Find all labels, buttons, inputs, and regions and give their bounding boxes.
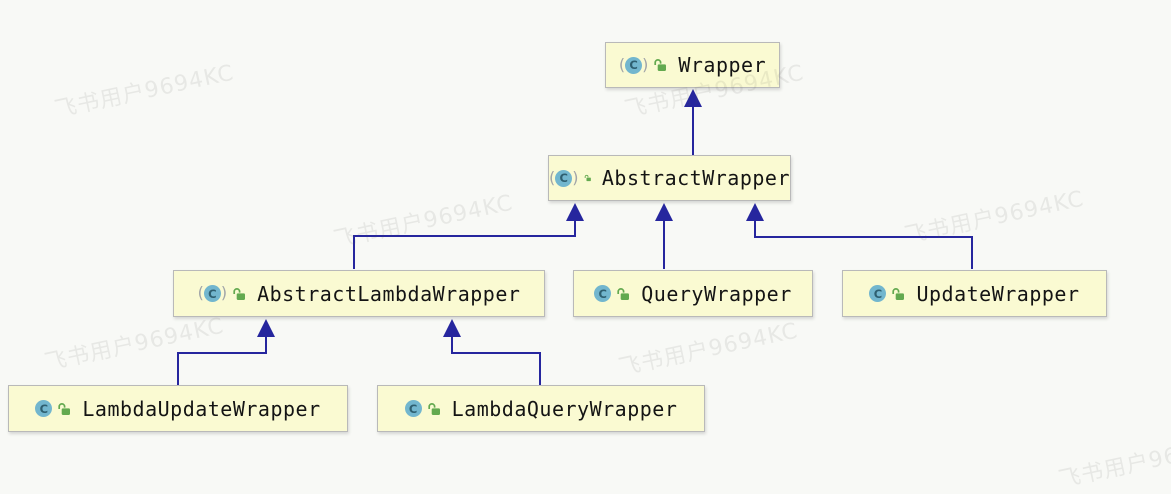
arrowhead-icon <box>257 319 275 337</box>
class-circle-icon: C <box>594 285 612 302</box>
edge-lambdaupdatewrapper-to-abstractlambdawrapper <box>177 336 267 385</box>
class-box-wrapper[interactable]: ( C ) Wrapper <box>605 42 780 88</box>
class-icon: C <box>594 285 612 302</box>
class-name: AbstractLambdaWrapper <box>257 281 521 306</box>
abstract-class-icon: ( C ) <box>618 54 649 74</box>
class-circle-icon: C <box>203 285 221 302</box>
class-name: AbstractWrapper <box>601 166 790 190</box>
abstract-paren: ( <box>197 283 204 302</box>
arrowhead-icon <box>684 89 702 107</box>
open-lock-icon <box>233 287 246 300</box>
class-circle-icon: C <box>869 285 887 302</box>
class-icon: C <box>869 285 887 302</box>
class-box-lambdaupdatewrapper[interactable]: C LambdaUpdateWrapper <box>8 385 348 432</box>
watermark: 飞书用户9694KC <box>42 313 227 377</box>
arrowhead-icon <box>655 203 673 221</box>
abstract-paren: ) <box>642 54 649 74</box>
class-box-abstractwrapper[interactable]: ( C ) AbstractWrapper <box>548 155 791 201</box>
open-lock-icon <box>892 287 905 300</box>
arrowhead-icon <box>566 203 584 221</box>
class-box-updatewrapper[interactable]: C UpdateWrapper <box>842 270 1107 317</box>
abstract-paren: ( <box>618 54 626 74</box>
class-name: LambdaUpdateWrapper <box>82 396 321 421</box>
open-lock-icon <box>427 402 440 415</box>
edge-abstractlambdawrapper-to-abstractwrapper <box>353 220 576 269</box>
watermark: 飞书用户9694KC <box>902 186 1087 250</box>
open-lock-icon <box>584 174 591 182</box>
arrowhead-icon <box>443 319 461 337</box>
class-box-abstractlambdawrapper[interactable]: ( C ) AbstractLambdaWrapper <box>173 270 545 317</box>
abstract-paren: ( <box>549 167 556 187</box>
watermark: 飞书用户9694KC <box>616 318 801 382</box>
abstract-class-icon: ( C ) <box>197 283 228 302</box>
class-name: QueryWrapper <box>641 281 792 306</box>
class-name: LambdaQueryWrapper <box>451 396 678 421</box>
abstract-paren: ) <box>572 167 579 187</box>
class-icon: C <box>35 400 53 417</box>
class-name: UpdateWrapper <box>916 281 1080 306</box>
class-circle-icon: C <box>625 56 643 74</box>
open-lock-icon <box>617 287 630 300</box>
open-lock-icon <box>58 402 71 415</box>
arrowhead-icon <box>746 203 764 221</box>
class-circle-icon: C <box>35 400 53 417</box>
class-circle-icon: C <box>404 400 422 417</box>
class-name: Wrapper <box>678 53 767 77</box>
abstract-paren: ) <box>220 283 228 302</box>
class-box-lambdaquerywrapper[interactable]: C LambdaQueryWrapper <box>377 385 705 432</box>
watermark: 飞书用户9694KC <box>52 60 237 124</box>
edge-lambdaquerywrapper-to-abstractlambdawrapper <box>451 336 541 385</box>
watermark: 飞书用户9694KC <box>331 190 516 254</box>
watermark: 飞书用户9694KC <box>1056 430 1171 494</box>
class-circle-icon: C <box>555 169 573 187</box>
class-box-querywrapper[interactable]: C QueryWrapper <box>573 270 813 317</box>
open-lock-icon <box>654 59 667 71</box>
class-icon: C <box>404 400 422 417</box>
edge-updatewrapper-to-abstractwrapper <box>754 220 973 269</box>
abstract-class-icon: ( C ) <box>549 167 579 187</box>
